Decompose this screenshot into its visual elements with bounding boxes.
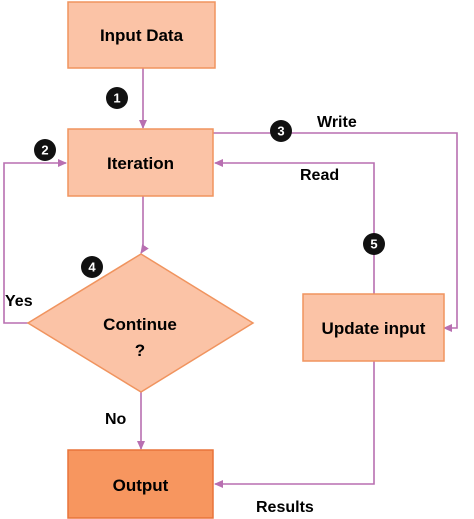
edge-yes xyxy=(3,159,67,324)
input-data-node: Input Data xyxy=(67,1,216,69)
svg-text:4: 4 xyxy=(88,260,96,275)
update-input-label: Update input xyxy=(322,319,426,338)
edge-write xyxy=(213,132,458,332)
update-input-node: Update input xyxy=(302,293,445,362)
edge-results xyxy=(214,361,375,488)
decision-label-line1: Continue xyxy=(103,315,177,334)
step-badge-3: 3 xyxy=(270,120,292,142)
svg-text:2: 2 xyxy=(41,143,48,158)
yes-label: Yes xyxy=(5,293,33,310)
write-label: Write xyxy=(317,114,357,131)
no-label: No xyxy=(105,411,127,428)
svg-text:1: 1 xyxy=(113,91,120,106)
input-data-label: Input Data xyxy=(100,26,184,45)
step-badge-5: 5 xyxy=(363,233,385,255)
step-badge-4: 4 xyxy=(81,256,103,278)
continue-decision-node: Continue ? xyxy=(26,253,255,393)
edge-read xyxy=(214,159,375,294)
step-badge-2: 2 xyxy=(34,139,56,161)
svg-text:3: 3 xyxy=(277,124,284,139)
read-label: Read xyxy=(300,167,339,184)
output-label: Output xyxy=(113,476,169,495)
iteration-node: Iteration xyxy=(67,128,214,197)
decision-label-line2: ? xyxy=(135,341,145,360)
svg-text:5: 5 xyxy=(370,237,377,252)
iteration-label: Iteration xyxy=(107,154,174,173)
step-badge-1: 1 xyxy=(106,87,128,109)
edge-iteration-to-decision xyxy=(140,196,149,254)
output-node: Output xyxy=(67,449,214,519)
results-label: Results xyxy=(256,499,314,516)
